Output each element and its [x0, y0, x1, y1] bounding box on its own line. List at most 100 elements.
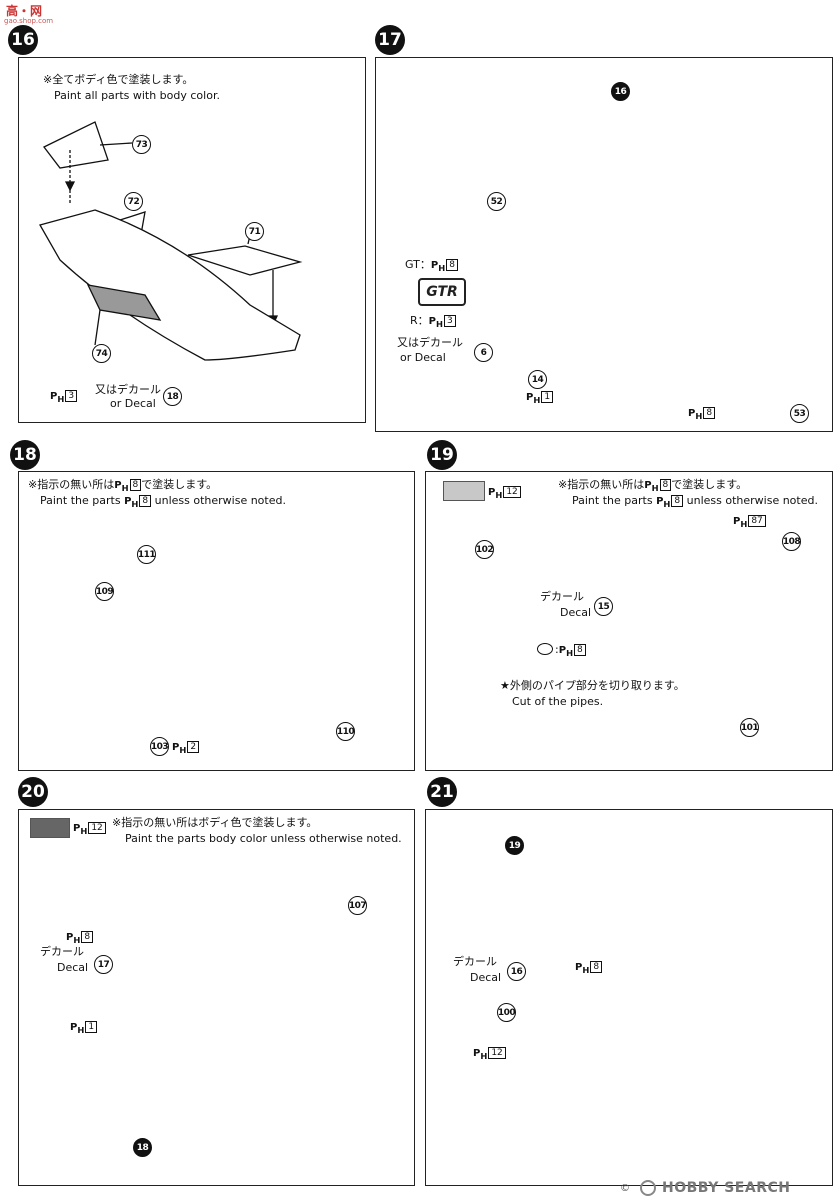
note-jp-b: で塗装します。 [671, 478, 748, 491]
paint-code: 87 [748, 515, 766, 527]
ph-symbol: PH [733, 516, 748, 529]
part-52: 52 [487, 192, 506, 211]
disc-symbol-icon [537, 643, 553, 655]
ph-symbol: PH [644, 480, 659, 493]
step20-decal-en: Decal [57, 961, 89, 974]
ph-symbol: PH [70, 1022, 85, 1035]
ph-symbol: PH [124, 496, 139, 509]
step16-decal-en: or Decal [110, 397, 156, 410]
step19-cut-jp: ★外側のパイプ部分を切り取ります。 [500, 679, 685, 692]
paint-code: 8 [139, 495, 152, 507]
ph-symbol: PH [73, 823, 88, 836]
part-71: 71 [245, 222, 264, 241]
paint-code: 3 [443, 315, 456, 327]
r-text: R： [410, 314, 429, 327]
step19-decal-en: Decal [560, 606, 592, 619]
decal-15: 15 [594, 597, 613, 616]
step21-decal-en: Decal [470, 971, 502, 984]
paint-code: 3 [65, 390, 78, 402]
note-en-a: Paint the parts [40, 494, 121, 507]
part-103: 103 [150, 737, 169, 756]
note-en-a: Paint the parts [572, 494, 653, 507]
paint-code: 8 [81, 931, 94, 943]
step17-decal-en: or Decal [400, 351, 446, 364]
paint-code: 8 [703, 407, 716, 419]
part-111: 111 [137, 545, 156, 564]
step-number-20: 20 [18, 777, 48, 807]
ph-symbol: PH [172, 742, 187, 755]
ph-symbol: PH [428, 316, 443, 329]
part-110: 110 [336, 722, 355, 741]
step20-decal-jp: デカール [40, 945, 84, 958]
decal-6: 6 [474, 343, 493, 362]
paint-code: 1 [85, 1021, 98, 1033]
site-logo: 高・网 [6, 4, 43, 18]
ph-symbol: PH [66, 932, 81, 945]
ph-symbol: PH [558, 645, 574, 658]
part-14: 14 [528, 370, 547, 389]
step18-panel [18, 471, 415, 771]
ph-symbol: PH [488, 487, 503, 500]
note-jp-b: で塗装します。 [141, 478, 218, 491]
step-number-17: 17 [375, 25, 405, 55]
step-number-16: 16 [8, 25, 38, 55]
step19-decal-jp: デカール [540, 590, 584, 603]
step21-decal-jp: デカール [453, 955, 497, 968]
step-number-18: 18 [10, 440, 40, 470]
site-sub: gao.shop.com [4, 17, 54, 25]
step20-panel [18, 809, 415, 1186]
step-number-19: 19 [427, 440, 457, 470]
ph-symbol: PH [430, 260, 446, 273]
part-102: 102 [475, 540, 494, 559]
part-108: 108 [782, 532, 801, 551]
paint-code: 1 [541, 391, 554, 403]
paint-code: 8 [446, 259, 458, 271]
gtr-emblem-icon: GTR [418, 278, 466, 306]
part-18-subassembly: 18 [133, 1138, 152, 1157]
step21-panel [425, 809, 833, 1186]
ph-symbol: PH [526, 392, 541, 405]
part-107: 107 [348, 896, 367, 915]
step17-decal-jp: 又はデカール [397, 336, 463, 349]
step16-note-en: Paint all parts with body color. [54, 89, 220, 102]
part-74: 74 [92, 344, 111, 363]
step20-note-en: Paint the parts body color unless otherw… [125, 832, 402, 845]
ph-symbol: PH [50, 391, 65, 404]
copyright-mark: © [620, 1183, 630, 1194]
part-72: 72 [124, 192, 143, 211]
paint-code: 8 [671, 495, 684, 507]
step19-panel [425, 471, 833, 771]
gt-text: GT： [405, 258, 431, 271]
part-109: 109 [95, 582, 114, 601]
ph-symbol: PH [473, 1048, 488, 1061]
ph-symbol: PH [688, 408, 703, 421]
decal-17: 17 [94, 955, 113, 974]
paint-swatch-light [443, 481, 485, 501]
paint-code: 12 [503, 486, 521, 498]
ph-symbol: PH [114, 480, 129, 493]
note-jp-a: ※指示の無い所は [558, 478, 645, 491]
part-53: 53 [790, 404, 809, 423]
ph-symbol: PH [656, 496, 671, 509]
note-en-b: unless otherwise noted. [686, 494, 818, 507]
decal-18: 18 [163, 387, 182, 406]
step16-note-jp: ※全てボディ色で塗装します。 [43, 73, 194, 86]
step20-note-jp: ※指示の無い所はボディ色で塗装します。 [112, 816, 318, 829]
paint-code: 2 [187, 741, 200, 753]
paint-code: 8 [590, 961, 603, 973]
